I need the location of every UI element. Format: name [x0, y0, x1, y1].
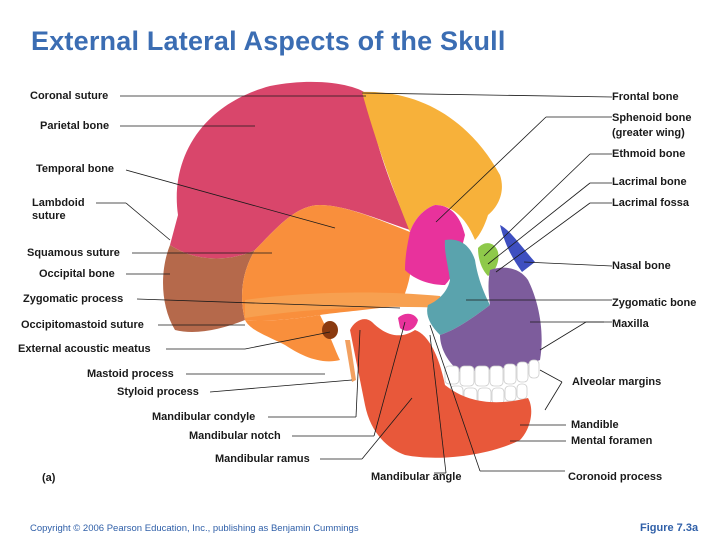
label-lambdoid-suture: Lambdoid suture: [32, 197, 85, 222]
label-coronal-suture: Coronal suture: [30, 90, 109, 102]
label-maxilla: Maxilla: [612, 318, 649, 330]
temporal-bone-shape: [242, 205, 412, 321]
label-zygomatic-process: Zygomatic process: [23, 293, 124, 305]
copyright-text: Copyright © 2006 Pearson Education, Inc.…: [30, 523, 359, 534]
leader-lines: [96, 92, 613, 474]
zygomatic-bone-shape: [427, 239, 490, 335]
label-styloid-process: Styloid process: [117, 386, 199, 398]
acoustic-meatus-shape: [322, 321, 338, 339]
panel-label: (a): [42, 472, 56, 484]
label-mental-foramen: Mental foramen: [571, 435, 653, 447]
label-occipital-bone: Occipital bone: [39, 268, 115, 280]
label-external-acoustic-meatus: External acoustic meatus: [18, 343, 151, 355]
label-mastoid-process: Mastoid process: [87, 368, 174, 380]
label-parietal-bone: Parietal bone: [40, 120, 110, 132]
label-squamous-suture: Squamous suture: [27, 247, 120, 259]
label-mandible: Mandible: [571, 419, 619, 431]
label-sphenoid-bone: Sphenoid bone (greater wing): [612, 112, 692, 139]
occipital-bone-shape: [163, 245, 255, 332]
label-lacrimal-fossa: Lacrimal fossa: [612, 197, 690, 209]
figure-label: Figure 7.3a: [640, 522, 699, 534]
label-mandibular-ramus: Mandibular ramus: [215, 453, 310, 465]
styloid-shape: [345, 340, 356, 382]
label-mandibular-condyle: Mandibular condyle: [152, 411, 256, 423]
zygomatic-arch-shape: [245, 292, 445, 318]
condyle-shape: [398, 313, 418, 331]
label-temporal-bone: Temporal bone: [36, 163, 115, 175]
label-alveolar-margins: Alveolar margins: [572, 376, 662, 388]
label-mandibular-angle: Mandibular angle: [371, 471, 462, 483]
label-mandibular-notch: Mandibular notch: [189, 430, 281, 442]
label-zygomatic-bone: Zygomatic bone: [612, 297, 697, 309]
ethmoid-lacrimal-shape: [478, 243, 499, 276]
label-ethmoid-bone: Ethmoid bone: [612, 148, 686, 160]
mastoid-region-shape: [245, 315, 340, 362]
label-nasal-bone: Nasal bone: [612, 260, 671, 272]
label-lacrimal-bone: Lacrimal bone: [612, 176, 687, 188]
label-coronoid-process: Coronoid process: [568, 471, 663, 483]
label-occipitomastoid-suture: Occipitomastoid suture: [21, 319, 144, 331]
mandible-shape: [350, 319, 532, 458]
page-title: External Lateral Aspects of the Skull: [31, 26, 506, 56]
nasal-bone-shape: [500, 225, 535, 272]
label-frontal-bone: Frontal bone: [612, 91, 679, 103]
frontal-bone-shape: [362, 91, 502, 240]
maxilla-shape: [440, 267, 542, 372]
